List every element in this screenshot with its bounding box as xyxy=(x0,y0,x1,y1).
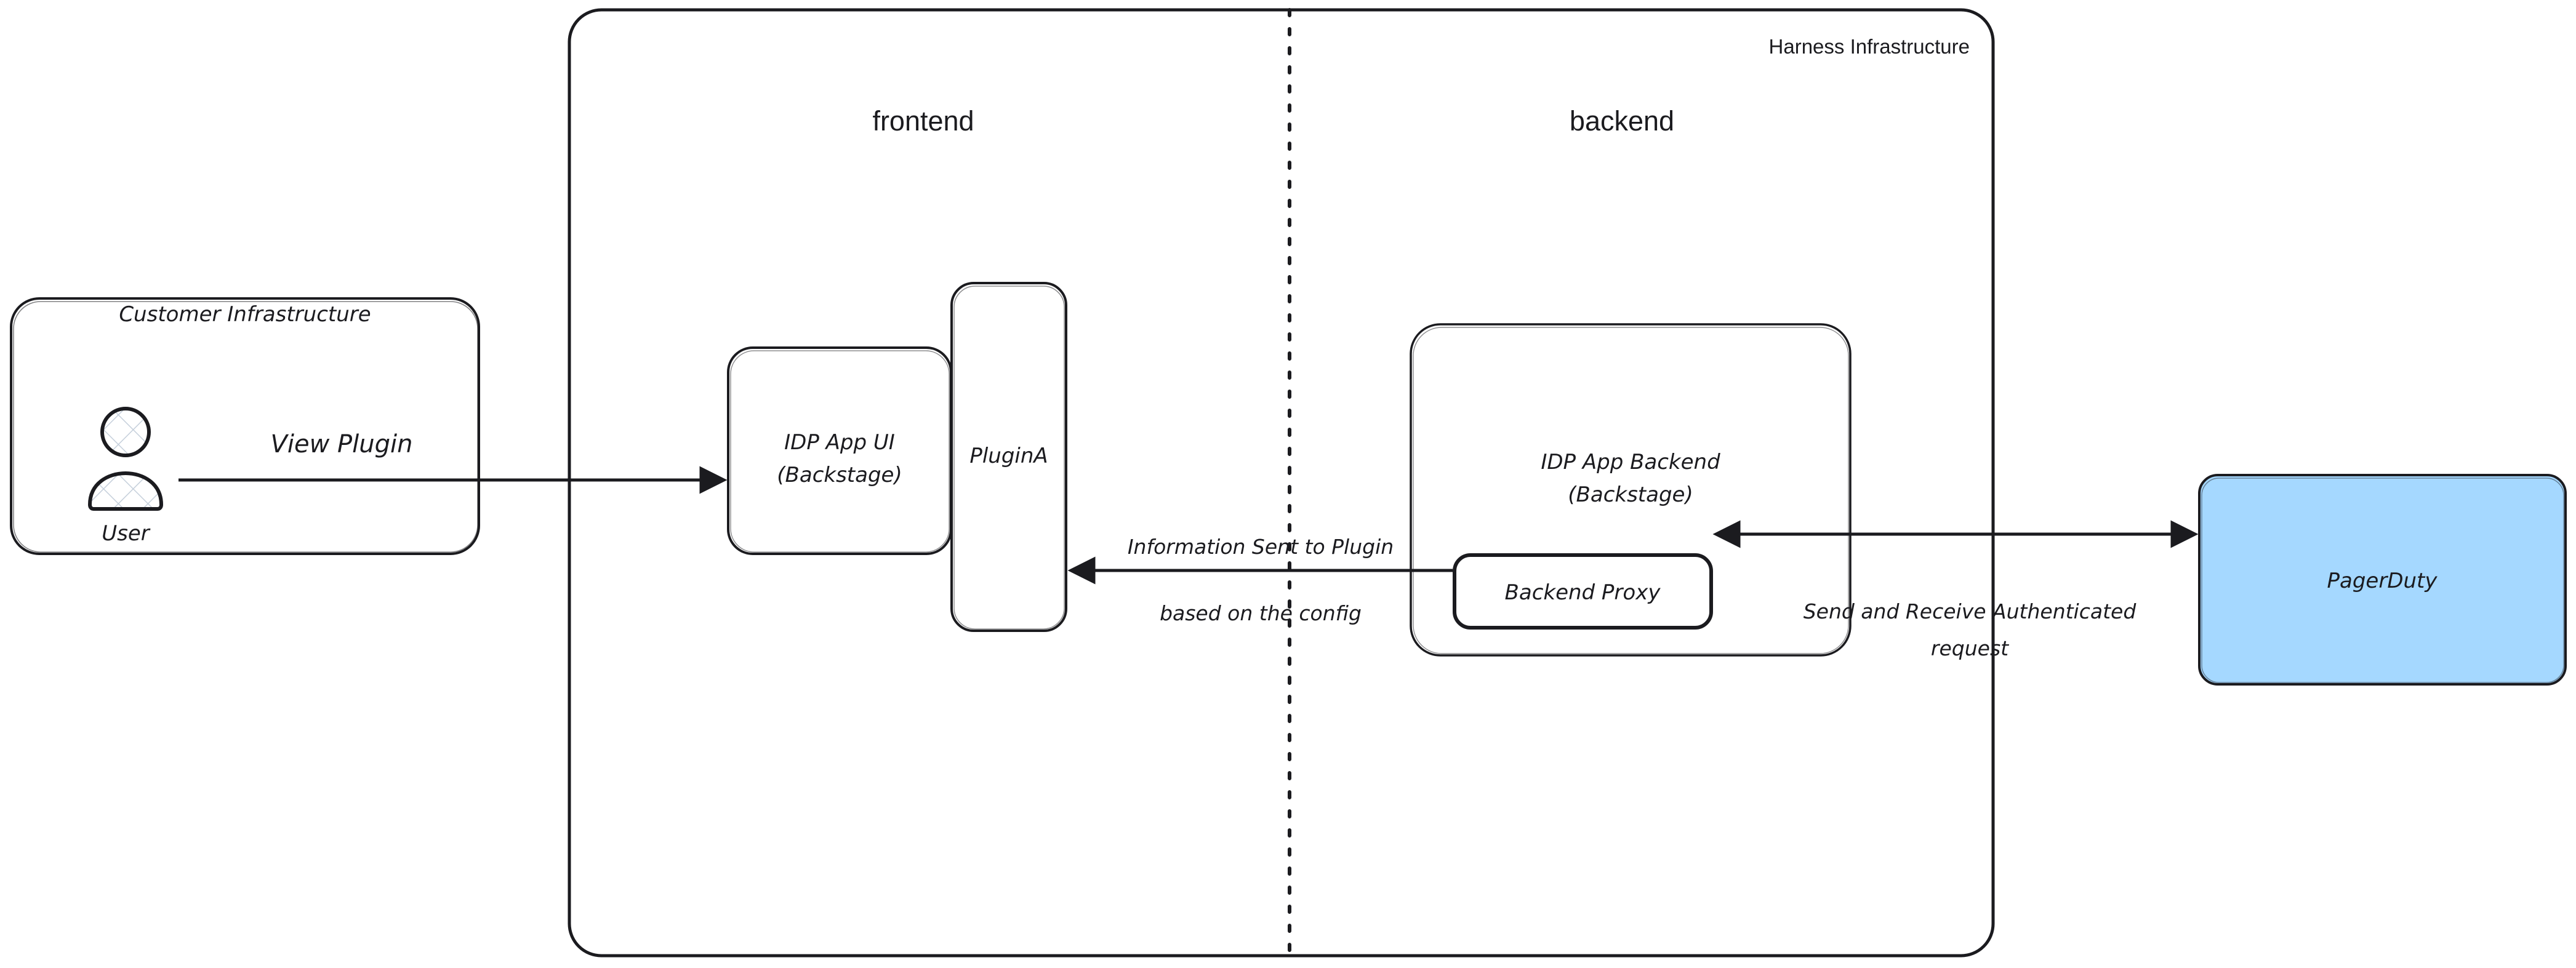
pagerduty-label: PagerDuty xyxy=(2327,569,2438,593)
pagerduty-border xyxy=(2198,474,2567,686)
view-plugin-label: View Plugin xyxy=(271,430,413,458)
plugin-a-border-sketch xyxy=(953,286,1065,630)
idp-app-backend-label-line1: IDP App Backend xyxy=(1541,450,1720,474)
customer-infrastructure-border xyxy=(10,297,480,555)
idp-app-ui-label-line1: IDP App UI xyxy=(784,430,895,455)
customer-infrastructure-border-sketch xyxy=(13,301,478,553)
pagerduty-node[interactable]: PagerDuty xyxy=(2198,474,2567,686)
send-receive-authenticated-request-label-line1: Send and Receive Authenticated xyxy=(1804,599,2137,623)
frontend-zone-label: frontend xyxy=(872,105,974,137)
backend-proxy-label: Backend Proxy xyxy=(1505,580,1661,605)
user-person-icon-head xyxy=(100,407,151,457)
idp-app-ui-border xyxy=(727,346,952,555)
customer-infrastructure-container: Customer Infrastructure xyxy=(10,297,480,555)
information-sent-to-plugin-label-line2: based on the config xyxy=(1160,601,1362,625)
backend-zone-label: backend xyxy=(1570,105,1674,137)
pagerduty-border-sketch xyxy=(2201,478,2564,683)
idp-app-ui-border-sketch xyxy=(730,350,950,553)
harness-infrastructure-border xyxy=(568,8,1995,958)
view-plugin-edge: View Plugin xyxy=(179,430,728,494)
plugin-a-label: PluginA xyxy=(969,444,1048,468)
backend-proxy-border xyxy=(1453,553,1713,630)
user-actor: User xyxy=(88,407,163,546)
idp-app-ui-node[interactable]: IDP App UI (Backstage) xyxy=(727,346,952,555)
backend-proxy-node[interactable]: Backend Proxy xyxy=(1453,553,1713,630)
user-person-icon-body xyxy=(88,471,163,511)
idp-app-backend-label-line2: (Backstage) xyxy=(1568,482,1693,507)
customer-infrastructure-label: Customer Infrastructure xyxy=(119,302,371,327)
information-sent-to-plugin-label-line1: Information Sent to Plugin xyxy=(1128,535,1394,559)
harness-infrastructure-container: Harness Infrastructure xyxy=(568,8,1995,958)
send-receive-authenticated-request-edge: Send and Receive Authenticated request xyxy=(1712,520,2199,660)
harness-infrastructure-label: Harness Infrastructure xyxy=(1769,35,1970,58)
send-receive-authenticated-request-label-line2: request xyxy=(1931,636,2009,660)
idp-app-ui-label-line2: (Backstage) xyxy=(777,463,902,487)
idp-app-backend-border-sketch xyxy=(1413,327,1849,654)
user-label: User xyxy=(102,521,151,546)
plugin-a-node[interactable]: PluginA xyxy=(950,282,1067,632)
information-sent-to-plugin-edge: Information Sent to Plugin based on the … xyxy=(1067,535,1453,625)
